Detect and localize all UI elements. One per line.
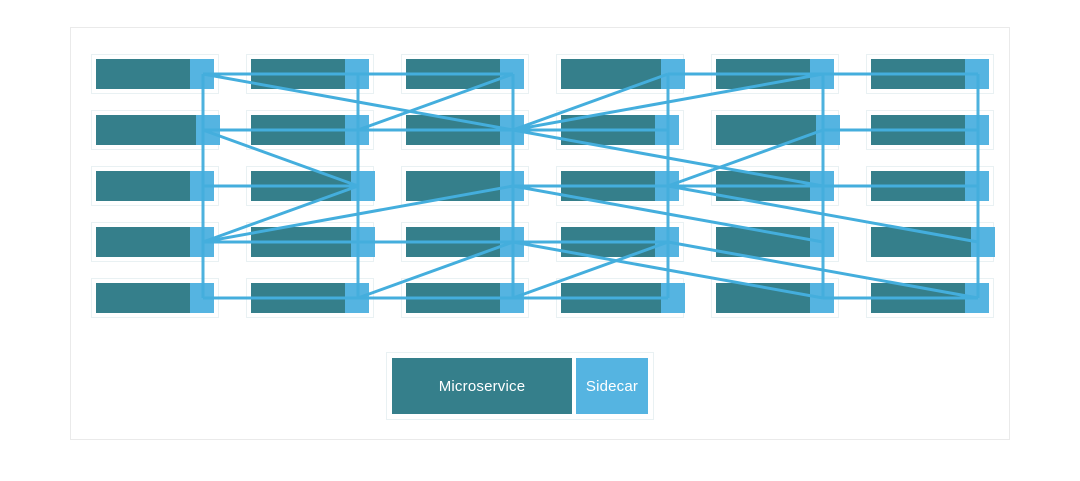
microservice-block[interactable] [96,59,190,89]
sidecar-block[interactable] [500,227,524,257]
pod[interactable] [401,222,529,262]
legend-label-sidecar: Sidecar [585,377,639,395]
sidecar-block[interactable] [500,283,524,313]
pod[interactable] [556,110,684,150]
legend-label-microservice: Microservice [438,377,526,395]
sidecar-block[interactable] [810,59,834,89]
sidecar-block[interactable] [500,171,524,201]
pod[interactable] [246,110,374,150]
microservice-block[interactable] [871,115,965,145]
sidecar-block[interactable] [655,171,679,201]
microservice-block[interactable] [406,115,500,145]
microservice-block[interactable] [406,227,500,257]
pod[interactable] [91,166,219,206]
microservice-block[interactable] [251,171,351,201]
sidecar-block[interactable] [345,283,369,313]
microservice-block[interactable] [561,59,661,89]
sidecar-block[interactable] [971,227,995,257]
diagram-card: Microservice Sidecar [70,27,1010,440]
sidecar-block[interactable] [190,59,214,89]
microservice-block[interactable] [251,283,345,313]
pod[interactable] [711,278,839,318]
pod[interactable] [91,54,219,94]
pod[interactable] [711,110,840,150]
pod[interactable] [556,222,684,262]
pod[interactable] [246,278,374,318]
sidecar-block[interactable] [816,115,840,145]
pod[interactable] [401,278,529,318]
microservice-block[interactable] [716,171,810,201]
pod[interactable] [556,166,684,206]
microservice-block[interactable] [96,115,196,145]
microservice-block[interactable] [561,227,655,257]
sidecar-block[interactable] [655,227,679,257]
microservice-block[interactable] [406,283,500,313]
service-mesh-diagram: Microservice Sidecar [71,28,1011,441]
sidecar-block[interactable] [810,227,834,257]
pod[interactable] [246,166,375,206]
pod[interactable] [556,278,685,318]
pod[interactable] [91,222,219,262]
pod[interactable] [866,278,994,318]
pod[interactable] [401,110,529,150]
sidecar-block[interactable] [345,59,369,89]
pod[interactable] [711,222,839,262]
microservice-block[interactable] [96,227,190,257]
pod[interactable] [401,54,529,94]
pod[interactable] [246,54,374,94]
microservice-block[interactable] [561,283,661,313]
microservice-block[interactable] [96,171,190,201]
sidecar-block[interactable] [196,115,220,145]
microservice-block[interactable] [716,59,810,89]
sidecar-block[interactable] [351,227,375,257]
microservice-block[interactable] [871,283,965,313]
pod[interactable] [556,54,685,94]
sidecar-block[interactable] [661,283,685,313]
pod[interactable] [711,166,839,206]
microservice-block[interactable] [251,115,345,145]
pod[interactable] [246,222,375,262]
pod[interactable] [866,110,994,150]
microservice-block[interactable] [871,227,971,257]
microservice-block[interactable] [251,227,351,257]
microservice-block[interactable] [716,227,810,257]
pod[interactable] [711,54,839,94]
microservice-block[interactable] [406,171,500,201]
pod[interactable] [866,166,994,206]
microservice-block[interactable] [871,171,965,201]
sidecar-block[interactable] [500,115,524,145]
microservice-block[interactable] [406,59,500,89]
sidecar-block[interactable] [190,171,214,201]
microservice-block[interactable] [871,59,965,89]
pod[interactable] [91,110,220,150]
pod[interactable] [401,166,529,206]
microservice-block[interactable] [716,283,810,313]
sidecar-block[interactable] [965,115,989,145]
microservice-block[interactable] [561,115,655,145]
legend-swatch-sidecar: Sidecar [576,358,648,414]
sidecar-block[interactable] [190,227,214,257]
sidecar-block[interactable] [965,59,989,89]
sidecar-block[interactable] [655,115,679,145]
microservice-block[interactable] [716,115,816,145]
microservice-block[interactable] [96,283,190,313]
pod[interactable] [866,222,995,262]
sidecar-block[interactable] [661,59,685,89]
legend-swatch-microservice: Microservice [392,358,572,414]
sidecar-block[interactable] [810,171,834,201]
legend: Microservice Sidecar [386,352,654,420]
sidecar-block[interactable] [965,283,989,313]
sidecar-block[interactable] [345,115,369,145]
sidecar-block[interactable] [810,283,834,313]
pod[interactable] [91,278,219,318]
sidecar-block[interactable] [500,59,524,89]
pod[interactable] [866,54,994,94]
microservice-block[interactable] [561,171,655,201]
sidecar-block[interactable] [190,283,214,313]
sidecar-block[interactable] [351,171,375,201]
microservice-block[interactable] [251,59,345,89]
sidecar-block[interactable] [965,171,989,201]
